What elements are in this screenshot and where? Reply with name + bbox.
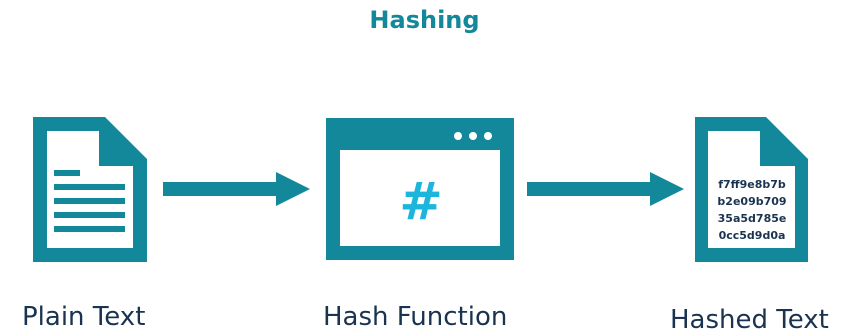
hash-function-window-icon: # bbox=[326, 118, 514, 260]
window-dot bbox=[469, 132, 477, 140]
hashed-text-label: Hashed Text bbox=[670, 305, 829, 335]
text-line bbox=[54, 226, 125, 232]
hash-function-label: Hash Function bbox=[323, 302, 508, 332]
text-line bbox=[54, 170, 80, 176]
hash-symbol: # bbox=[399, 172, 443, 232]
window-dot bbox=[484, 132, 492, 140]
plain-text-document-icon bbox=[33, 117, 147, 262]
hashed-text-document-icon: f7ff9e8b7b b2e09b709 35a5d785e 0cc5d9d0a bbox=[695, 117, 808, 262]
plain-text-label: Plain Text bbox=[22, 302, 146, 332]
arrow-right-icon bbox=[163, 172, 310, 206]
window-dot bbox=[454, 132, 462, 140]
text-line bbox=[54, 212, 125, 218]
hash-output-line: b2e09b709 bbox=[717, 195, 786, 208]
diagram-title: Hashing bbox=[369, 6, 480, 34]
text-line bbox=[54, 198, 125, 204]
hash-output-line: 35a5d785e bbox=[718, 212, 787, 225]
hash-output-line: 0cc5d9d0a bbox=[719, 229, 786, 242]
text-line bbox=[54, 184, 125, 190]
arrow-right-icon bbox=[527, 172, 684, 206]
hash-output-line: f7ff9e8b7b bbox=[718, 178, 786, 191]
